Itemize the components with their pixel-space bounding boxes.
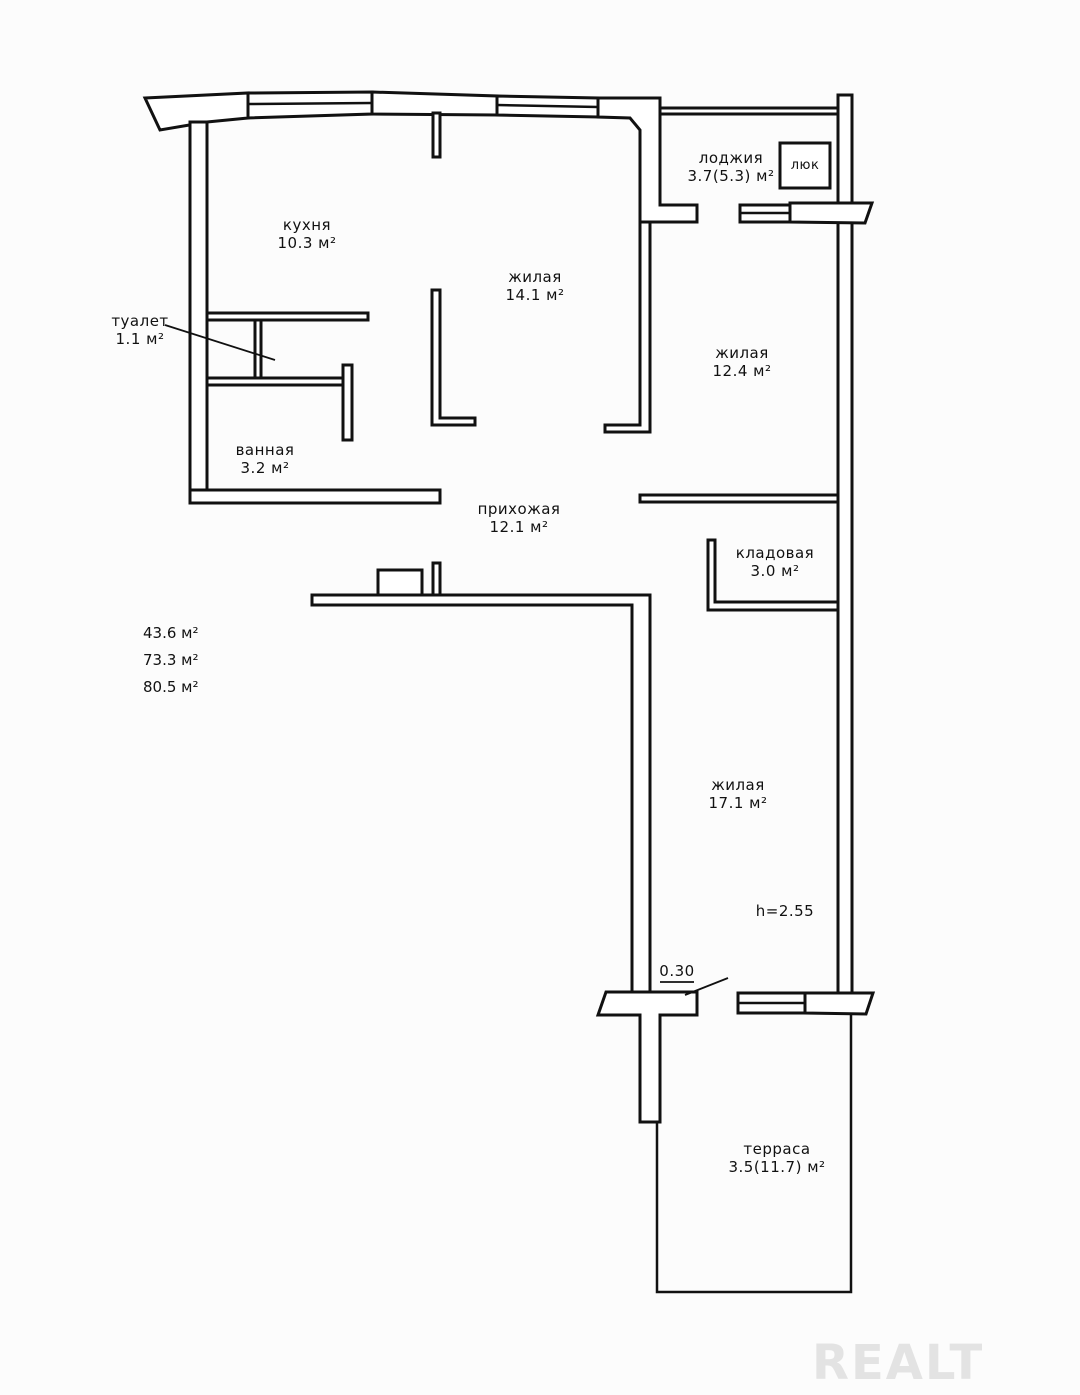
living2-bottom-wall xyxy=(638,493,840,504)
room-name: жилая xyxy=(715,344,769,362)
hatch-box xyxy=(778,141,832,190)
top-stub-wall xyxy=(431,111,442,159)
terrace-pier xyxy=(803,991,876,1016)
hatch-label: люк xyxy=(790,158,820,173)
total-area-1: 43.6 м² xyxy=(143,624,199,642)
toilet-bottom-wall xyxy=(205,376,347,387)
room-area: 12.1 м² xyxy=(489,518,549,536)
room-area: 14.1 м² xyxy=(505,286,565,304)
terrace-t-wall xyxy=(595,990,699,1124)
room-label-toilet: туалет 1.1 м² xyxy=(100,312,180,348)
room-label-kitchen: кухня 10.3 м² xyxy=(262,216,352,252)
pantry-wall xyxy=(706,538,840,612)
room-area: 12.4 м² xyxy=(712,362,772,380)
right-outer-wall xyxy=(836,93,854,997)
room-name: туалет xyxy=(111,312,169,330)
room-name: жилая xyxy=(711,776,765,794)
room-label-terrace: терраса 3.5(11.7) м² xyxy=(712,1140,842,1176)
top-corner-wall xyxy=(596,96,699,224)
room-label-living-1: жилая 14.1 м² xyxy=(490,268,580,304)
room-area: 10.3 м² xyxy=(277,234,337,252)
room-name: прихожая xyxy=(477,500,561,518)
room-label-living-3: жилая 17.1 м² xyxy=(693,776,783,812)
door-stub xyxy=(431,561,442,597)
room-name: ванная xyxy=(235,441,295,459)
terrace-outline xyxy=(655,1014,853,1294)
top-wall-left-pier xyxy=(142,91,250,132)
loggia-parapet xyxy=(658,106,842,116)
room-name: жилая xyxy=(508,268,562,286)
toilet-top-wall xyxy=(205,311,370,322)
toilet-leader xyxy=(164,324,276,361)
room-name: лоджия xyxy=(698,149,764,167)
watermark-logo: REALT xyxy=(812,1335,985,1391)
ceiling-height: h=2.55 xyxy=(755,902,815,920)
room-label-hallway: прихожая 12.1 м² xyxy=(464,500,574,536)
shaft-box xyxy=(376,568,424,597)
total-area-2: 73.3 м² xyxy=(143,651,199,669)
total-area-3: 80.5 м² xyxy=(143,678,199,696)
room-name: терраса xyxy=(743,1140,811,1158)
room-area: 1.1 м² xyxy=(115,330,165,348)
room-area: 3.2 м² xyxy=(240,459,290,477)
living-right-wall xyxy=(603,220,652,434)
area-totals: 43.6 м² 73.3 м² 80.5 м² xyxy=(143,620,199,701)
room-label-bathroom: ванная 3.2 м² xyxy=(220,441,310,477)
room-area: 3.0 м² xyxy=(750,562,800,580)
hallway-bottom-wall xyxy=(310,593,652,994)
room-label-pantry: кладовая 3.0 м² xyxy=(725,544,825,580)
bath-bottom-wall xyxy=(188,488,442,505)
room-label-living-2: жилая 12.4 м² xyxy=(697,344,787,380)
dimension-leader xyxy=(684,977,729,996)
room-area: 3.5(11.7) м² xyxy=(728,1158,826,1176)
kitchen-living-partition xyxy=(430,288,477,427)
room-area: 17.1 м² xyxy=(708,794,768,812)
room-name: кладовая xyxy=(735,544,815,562)
room-name: кухня xyxy=(282,216,332,234)
bath-right-wall xyxy=(341,363,354,442)
left-wall xyxy=(188,120,209,504)
loggia-pier xyxy=(788,201,875,225)
dimension-label: 0.30 xyxy=(659,962,695,980)
toilet-divider xyxy=(253,318,263,380)
room-label-loggia: лоджия 3.7(5.3) м² xyxy=(676,149,786,185)
room-area: 3.7(5.3) м² xyxy=(687,167,775,185)
